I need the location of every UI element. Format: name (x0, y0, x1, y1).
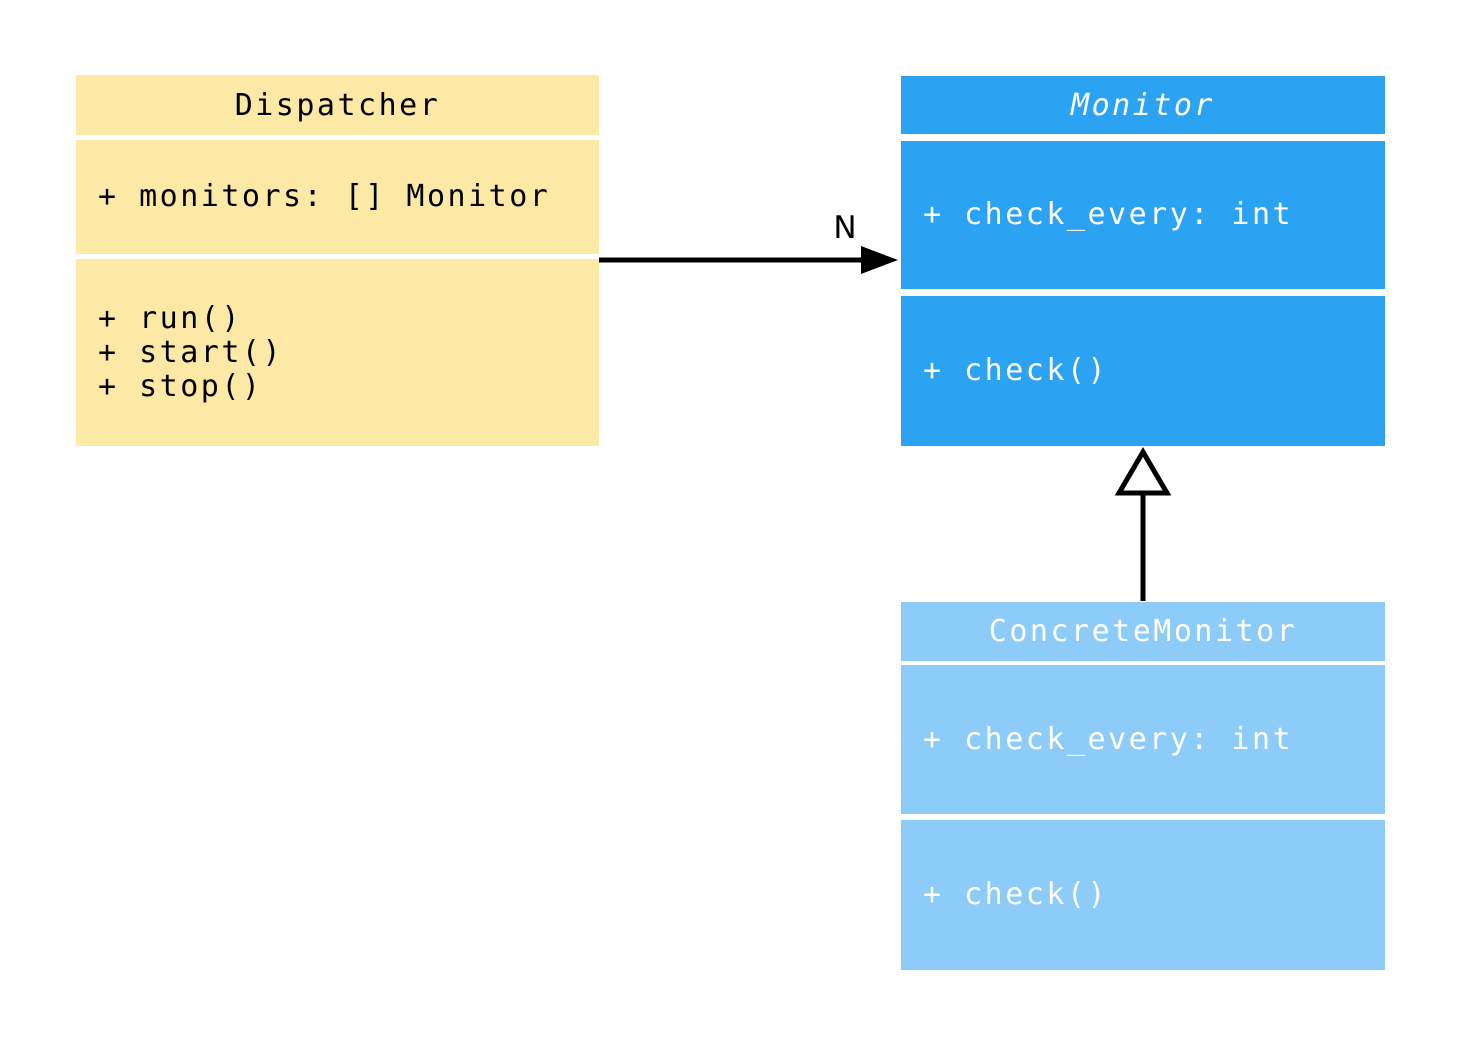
method: + stop() (98, 368, 263, 404)
methods-compartment: + check() (901, 820, 1385, 970)
association-multiplicity-label: N (833, 210, 857, 246)
attribute: + check_every: int (923, 721, 1294, 757)
method: + run() (98, 300, 242, 336)
attribute: + check_every: int (923, 197, 1294, 232)
arrowhead-icon (861, 246, 898, 274)
hollow-triangle-icon (1114, 447, 1172, 496)
attributes-compartment: + check_every: int (901, 141, 1385, 289)
attributes-compartment: + monitors: [] Monitor (76, 140, 599, 254)
class-monitor: Monitor + check_every: int + check() (901, 76, 1385, 446)
method: + start() (98, 334, 284, 370)
class-title: ConcreteMonitor (901, 602, 1385, 661)
class-title: Dispatcher (76, 75, 599, 135)
class-dispatcher: Dispatcher + monitors: [] Monitor + run(… (76, 75, 599, 446)
attribute: + monitors: [] Monitor (98, 179, 551, 214)
class-concretemonitor: ConcreteMonitor + check_every: int + che… (901, 602, 1385, 970)
attributes-compartment: + check_every: int (901, 665, 1385, 814)
methods-compartment: + check() (901, 296, 1385, 446)
methods-compartment: + run() + start() + stop() (76, 259, 599, 446)
generalization-arrow (1114, 447, 1172, 601)
method: + check() (923, 353, 1109, 388)
method: + check() (923, 877, 1109, 912)
association-arrow (599, 246, 898, 274)
class-title: Monitor (901, 76, 1385, 134)
